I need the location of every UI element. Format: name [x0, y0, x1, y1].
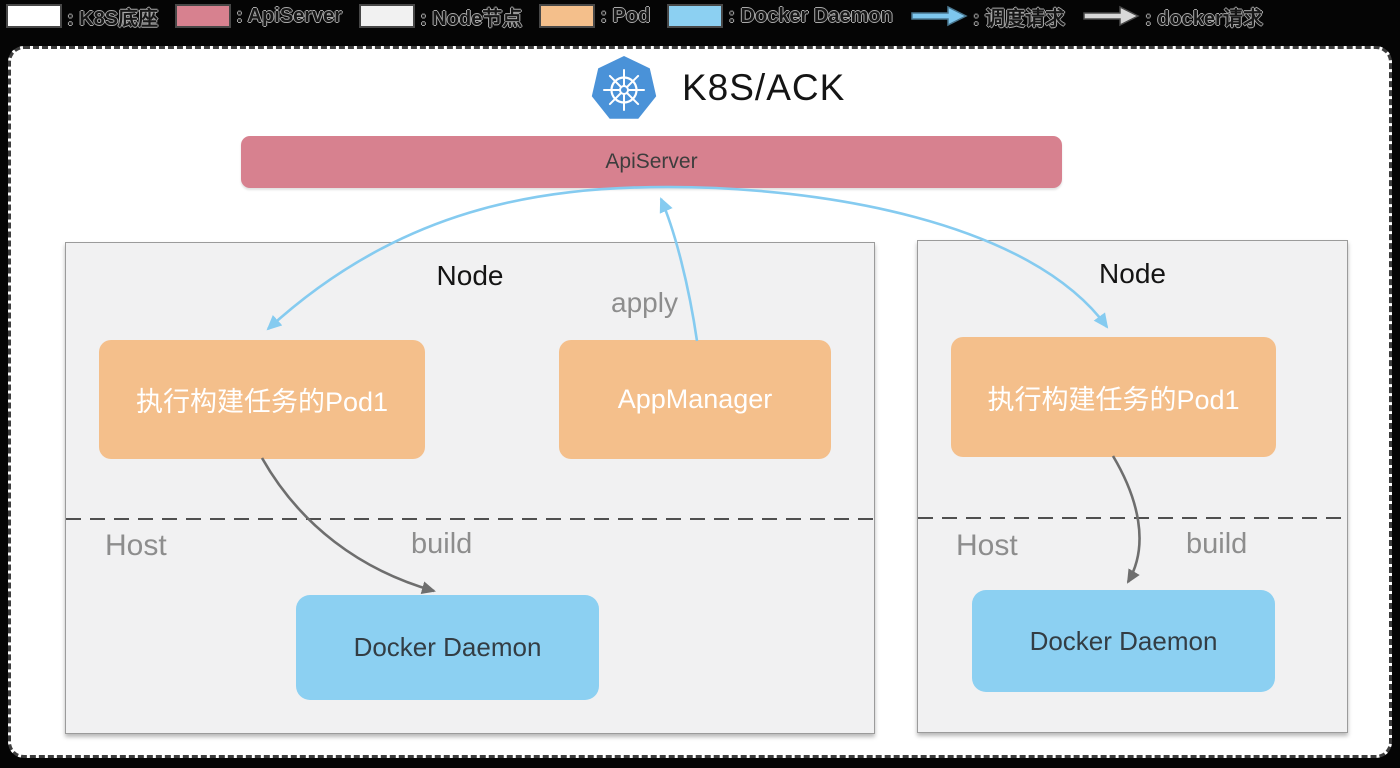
docker-daemon-box-left: Docker Daemon: [296, 595, 599, 700]
api-server-label: ApiServer: [605, 150, 698, 173]
legend-item-docker: : Docker Daemon: [667, 4, 893, 28]
kubernetes-logo-icon: [591, 56, 657, 119]
build-label: build: [411, 528, 473, 560]
legend-item-apiserver: : ApiServer: [175, 4, 342, 28]
legend-label: : Node节点: [420, 7, 523, 30]
gray-arrow-icon: [1083, 5, 1140, 27]
docker-swatch: [667, 4, 724, 28]
node-title: Node: [436, 260, 504, 291]
app-manager-label: AppManager: [617, 384, 773, 414]
legend-item-k8s-base: : K8S底座: [6, 2, 158, 31]
legend-item-schedule-arrow: : 调度请求: [910, 2, 1065, 31]
build-pod-box-left: 执行构建任务的Pod1: [99, 340, 425, 459]
host-label: Host: [105, 529, 167, 562]
docker-daemon-box-right: Docker Daemon: [972, 590, 1275, 692]
node-swatch: [359, 4, 416, 28]
page-title: K8S/ACK: [682, 67, 846, 108]
blue-arrow-icon: [911, 5, 968, 27]
legend-item-docker-arrow: : docker请求: [1082, 2, 1263, 31]
legend-label: : Pod: [600, 4, 651, 27]
node-title: Node: [1099, 258, 1166, 289]
legend-label: : K8S底座: [67, 7, 159, 30]
legend-label: : Docker Daemon: [728, 4, 893, 27]
legend-item-pod: : Pod: [539, 4, 650, 28]
legend-item-node: : Node节点: [359, 2, 522, 31]
node-box-right: Node 执行构建任务的Pod1 Host build Docker Daemo…: [917, 240, 1348, 733]
build-pod-label: 执行构建任务的Pod1: [987, 384, 1240, 415]
app-manager-box: AppManager: [559, 340, 831, 459]
host-label: Host: [956, 529, 1018, 562]
api-server-bar: ApiServer: [241, 136, 1062, 188]
legend: : K8S底座 : ApiServer : Node节点 : Pod : Doc…: [6, 1, 1263, 31]
docker-daemon-label: Docker Daemon: [1029, 625, 1218, 656]
build-label: build: [1186, 528, 1248, 560]
legend-label: : docker请求: [1145, 7, 1263, 30]
legend-label: : ApiServer: [236, 4, 343, 27]
build-pod-box-right: 执行构建任务的Pod1: [951, 337, 1276, 457]
legend-label: : 调度请求: [972, 7, 1066, 30]
k8s-base-swatch: [6, 4, 62, 28]
docker-daemon-label: Docker Daemon: [353, 632, 542, 662]
build-pod-label: 执行构建任务的Pod1: [135, 387, 389, 417]
pod-swatch: [539, 4, 596, 28]
apiserver-swatch: [175, 4, 232, 28]
apply-label: apply: [611, 287, 678, 318]
node-box-left: Node 执行构建任务的Pod1 AppManager apply Host b…: [65, 242, 875, 734]
